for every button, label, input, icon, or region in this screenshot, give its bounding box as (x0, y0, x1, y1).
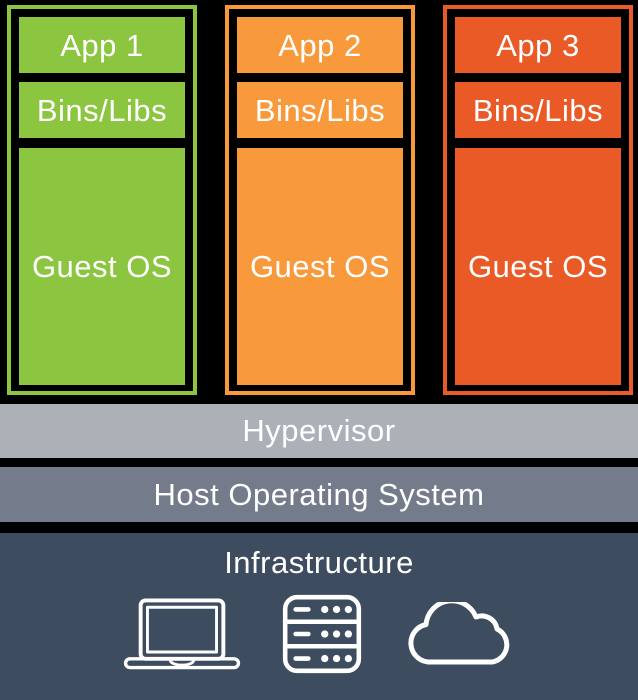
laptop-icon (123, 597, 241, 670)
guest-os-2-box: Guest OS (237, 148, 403, 385)
infrastructure-layer: Infrastructure (0, 533, 638, 700)
cloud-icon (403, 601, 515, 666)
vm-columns: App 1 Bins/Libs Guest OS App 2 Bins/Libs… (0, 5, 638, 395)
host-os-label: Host Operating System (153, 476, 485, 512)
app-1-box: App 1 (19, 17, 185, 73)
host-os-layer: Host Operating System (0, 467, 638, 522)
server-icon (281, 594, 363, 674)
vm-column-1: App 1 Bins/Libs Guest OS (7, 5, 197, 395)
guest-os-1-box: Guest OS (19, 148, 185, 385)
app-3-box: App 3 (455, 17, 621, 73)
bins-libs-2-box: Bins/Libs (237, 82, 403, 138)
bins-libs-1-box: Bins/Libs (19, 82, 185, 138)
vm-column-2: App 2 Bins/Libs Guest OS (225, 5, 415, 395)
app-2-box: App 2 (237, 17, 403, 73)
guest-os-3-box: Guest OS (455, 148, 621, 385)
infrastructure-icons (123, 581, 515, 700)
vm-column-3: App 3 Bins/Libs Guest OS (443, 5, 633, 395)
bins-libs-3-box: Bins/Libs (455, 82, 621, 138)
infrastructure-label: Infrastructure (224, 545, 414, 580)
hypervisor-layer: Hypervisor (0, 404, 638, 458)
hypervisor-label: Hypervisor (242, 413, 396, 448)
